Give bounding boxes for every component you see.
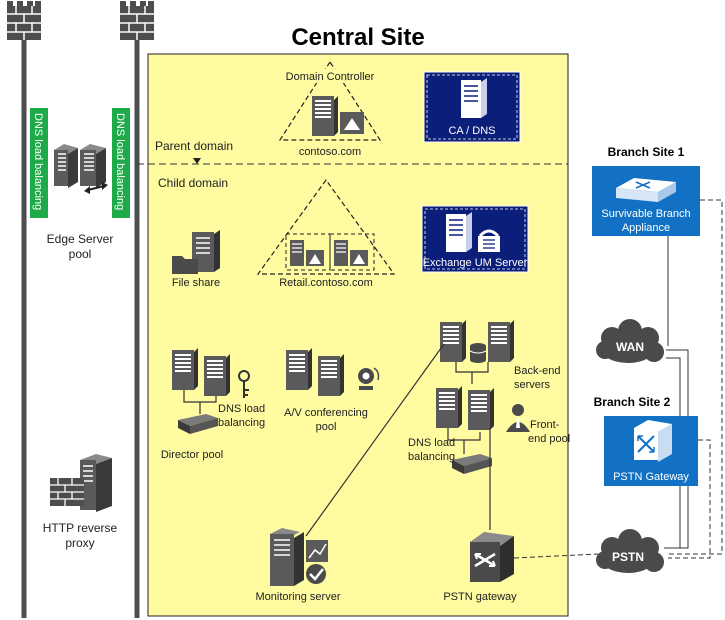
av-pool-label-2: pool: [316, 421, 337, 433]
fe-dns-label-1: DNS load: [408, 437, 455, 449]
edge-dns-label-right: [112, 108, 130, 218]
branch1-appliance-icon: [616, 178, 676, 202]
monitoring-link: [305, 343, 445, 537]
exchange-um-label: Exchange UM Server: [423, 257, 528, 269]
file-share-label: File share: [172, 277, 220, 289]
edge-pool-label-2: pool: [69, 247, 92, 261]
firewall-outer-icon: [6, 0, 42, 41]
monitoring-server-icon: [270, 528, 328, 586]
branch2-title: Branch Site 2: [594, 395, 671, 409]
backend-server-icon: [440, 320, 514, 363]
central-site-title: Central Site: [291, 24, 424, 51]
edge-dns-text-right: DNS load balancing: [114, 113, 126, 210]
wan-cloud-icon: [596, 319, 664, 363]
child-domain-label: Child domain: [158, 176, 228, 190]
http-proxy-label-2: proxy: [65, 536, 94, 550]
http-proxy-label-1: HTTP reverse: [43, 521, 118, 535]
director-pool-label: Director pool: [161, 449, 223, 461]
director-dns-label-2: balancing: [218, 417, 265, 429]
monitoring-server-label: Monitoring server: [256, 591, 341, 603]
frontend-label-2: end pool: [528, 433, 570, 445]
file-share-icon: [172, 230, 220, 274]
exchange-um-server-icon: [446, 212, 472, 252]
retail-domain-label: Retail.contoso.com: [279, 277, 373, 289]
firewall-inner-icon: [119, 0, 155, 41]
branch1-label-2: Appliance: [622, 222, 670, 234]
parent-domain-label: Parent domain: [155, 139, 233, 153]
pstn-cloud-icon: [596, 529, 664, 573]
branch1-label-1: Survivable Branch: [601, 208, 690, 220]
edge-pool-label-1: Edge Server: [47, 232, 114, 246]
branch1-title: Branch Site 1: [608, 145, 685, 159]
branch1-pstn-dashed-link: [668, 199, 723, 555]
pstn-label: PSTN: [612, 550, 644, 564]
contoso-label: contoso.com: [299, 146, 361, 158]
domain-controller-label: Domain Controller: [286, 71, 375, 83]
domain-controller-server-icon: [312, 96, 364, 136]
branch1-box: [592, 166, 700, 236]
edge-server-icon: [54, 144, 106, 188]
http-proxy-icon: [50, 454, 112, 512]
retail-dc-box-2: [329, 233, 375, 271]
key-icon: [238, 370, 250, 398]
retail-dc-box-1: [285, 233, 331, 271]
wan-label: WAN: [616, 340, 644, 354]
divider-marker-icon: [193, 158, 201, 164]
director-dns-label-1: DNS load: [218, 403, 265, 415]
pstn-gateway-central-icon: [470, 532, 514, 582]
director-server-icon: [172, 348, 230, 396]
user-icon: [506, 404, 530, 432]
fe-dns-label-2: balancing: [408, 451, 455, 463]
ca-dns-label: CA / DNS: [448, 125, 495, 137]
retail-domain-triangle: [256, 178, 396, 275]
branch2-device-label: PSTN Gateway: [613, 471, 689, 483]
pstn-gateway-central-label: PSTN gateway: [443, 591, 517, 603]
ca-dns-server-icon: [461, 78, 487, 118]
gateway-to-pstn-link: [513, 553, 599, 559]
edge-dns-text-left: DNS load balancing: [32, 113, 44, 210]
retail-dc-icon-2: [334, 240, 368, 266]
phone-icon: [478, 229, 500, 252]
retail-dc-icon-1: [290, 240, 324, 266]
backend-label-2: servers: [514, 379, 551, 391]
edge-arrow-icon: [84, 182, 108, 194]
frontend-label-1: Front-: [530, 419, 560, 431]
branch2-gateway-icon: [634, 420, 672, 462]
av-server-icon: [286, 348, 344, 396]
exchange-um-box: [421, 205, 529, 273]
av-pool-label-1: A/V conferencing: [284, 407, 368, 419]
frontend-server-icon: [436, 386, 494, 430]
edge-dns-label-left: [30, 108, 48, 218]
webcam-icon: [358, 367, 380, 390]
backend-label-1: Back-end: [514, 365, 560, 377]
